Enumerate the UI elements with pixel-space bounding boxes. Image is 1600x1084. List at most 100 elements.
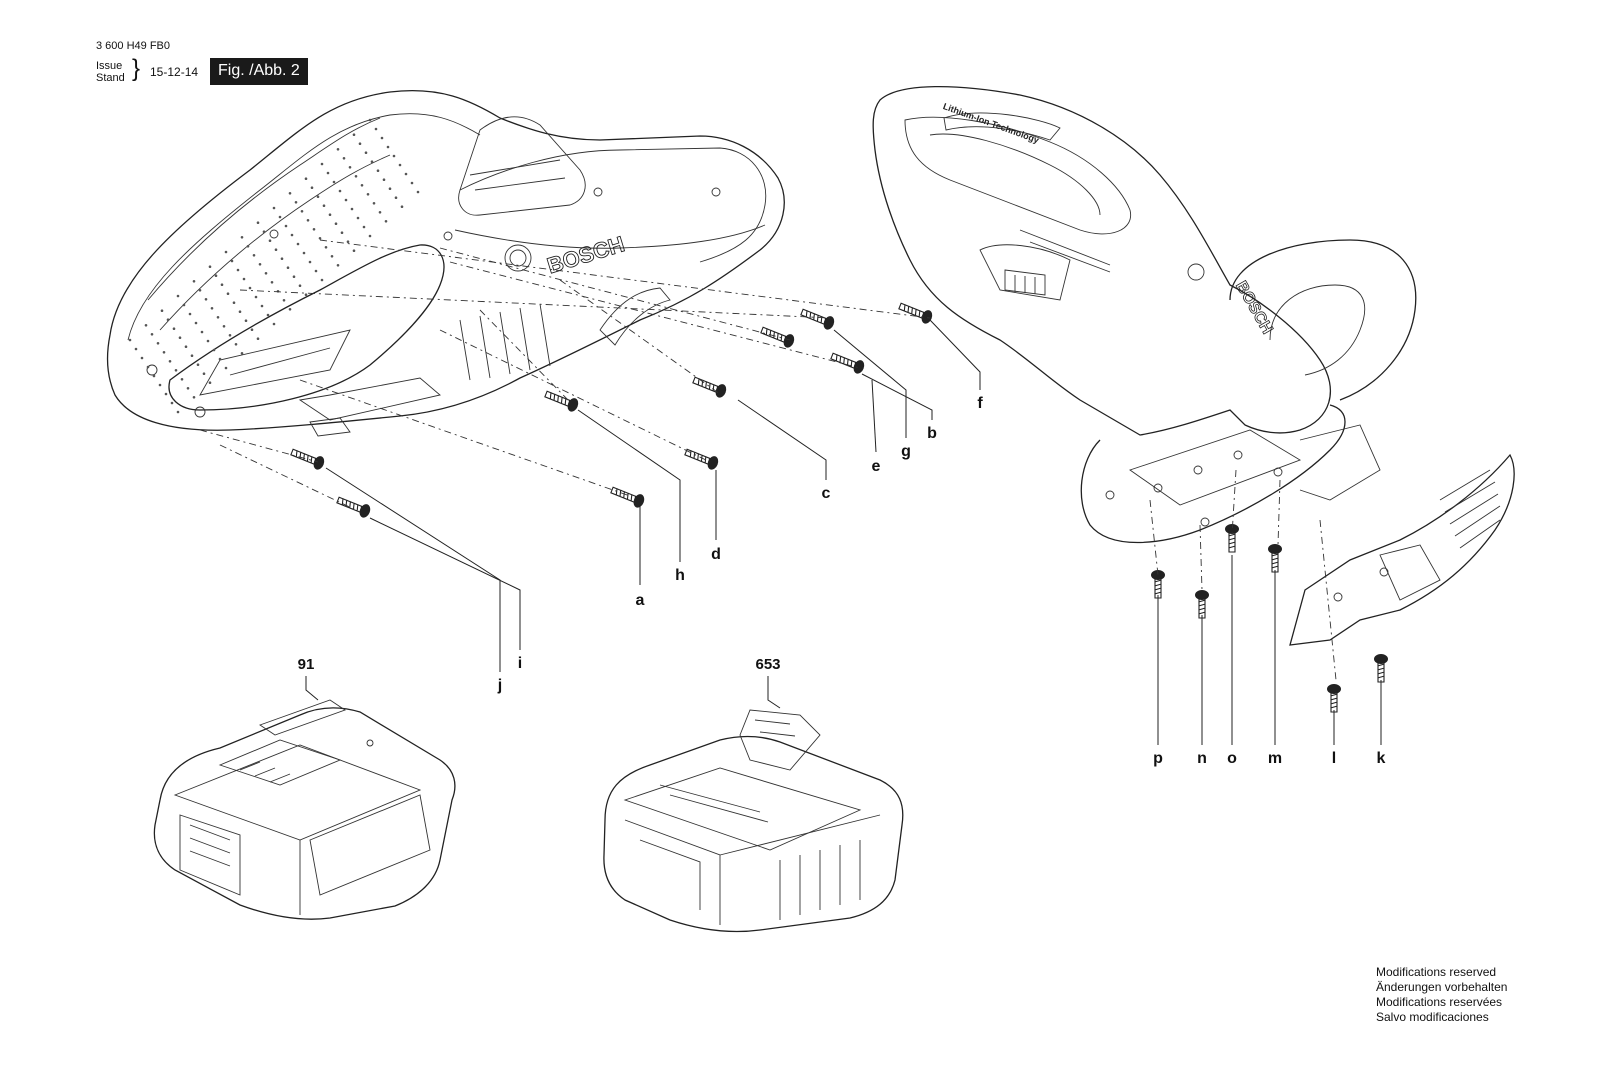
grip-dot [286,266,290,270]
grip-dot [176,294,180,298]
grip-dot [296,242,300,246]
callout-k: k [1376,750,1386,767]
grip-dot [190,354,194,358]
grip-dot [236,268,240,272]
grip-dot [368,118,372,122]
callout-m: m [1267,750,1283,767]
issue-date: 15-12-14 [150,65,199,79]
grip-dot [158,383,162,387]
grip-dot [292,275,296,279]
grip-dot [212,348,216,352]
callout-p: p [1153,750,1163,767]
screw [898,302,933,324]
callout-c: c [821,485,831,502]
callout-g: g [901,443,911,460]
grip-dot [140,356,144,360]
grip-dot [178,336,182,340]
grip-dot [326,171,330,175]
grip-dot [366,193,370,196]
grip-dot [266,313,270,317]
grip-dot [214,274,218,278]
grip-dot [294,201,298,204]
grip-dot [304,293,308,297]
charger [603,709,904,933]
callout-l: l [1331,750,1337,767]
grip-dot [258,263,262,266]
screws-left [290,302,933,518]
grip-dot [346,240,350,243]
grip-dot [264,272,268,275]
callout-o: o [1227,750,1237,767]
housing-left-half [106,89,785,437]
grip-dot [320,278,324,282]
screw [684,448,719,470]
brand-logo: BOSCH [544,231,627,278]
grip-dot [254,295,258,299]
grip-dot [410,181,414,185]
grip-dot [312,228,316,231]
grip-dot [280,257,284,261]
grip-dot [172,327,176,331]
modifications-line-de: Änderungen vorbehalten [1376,980,1508,994]
grip-dot [336,148,340,151]
grip-dot [400,205,404,208]
grip-dot [240,236,244,239]
grip-dot [240,352,244,355]
stand-label: Stand [96,72,125,84]
grip-dot [358,142,362,145]
grip-dot [244,319,248,323]
grip-dot [354,175,358,178]
callout-j: j [497,677,503,694]
grip-dot [188,312,192,316]
grip-dot [314,269,318,273]
grip-dot [352,249,356,252]
grip-dot [378,211,382,214]
grip-dot [208,265,212,269]
grip-dot [368,234,372,238]
grip-dot [322,204,326,207]
grip-dot [370,160,374,163]
grip-dot [206,339,210,343]
grip-dot [340,231,344,234]
part-number-charger: 653 [755,656,781,673]
grip-dot [160,309,164,313]
grip-dot [374,127,378,131]
screws-right [1151,524,1388,713]
grip-dot [306,219,310,222]
grip-dot [394,196,398,199]
grip-dot [300,210,304,213]
grip-dot [168,360,172,363]
grip-dot [198,289,202,292]
grip-dot [324,246,328,249]
grip-dot [204,298,208,301]
callout-i: i [517,655,523,672]
grip-dot [398,163,402,167]
grip-dot [290,233,294,237]
grip-dot [208,381,212,385]
grip-dot [320,162,324,166]
grip-dot [380,136,384,140]
grip-dot [404,172,408,176]
grip-dot [196,363,200,367]
modifications-notice: Modifications reserved Änderungen vorbeh… [1376,965,1507,1025]
grip-dot [328,213,332,216]
grip-dot [334,222,338,225]
screw [336,496,371,518]
grip-dot [210,307,214,310]
grip-dot [174,369,178,372]
grip-dot [332,180,336,184]
grip-dot [268,239,272,242]
figure-label: Fig. /Abb. 2 [210,58,308,85]
grip-dot [156,342,160,345]
grip-dot [388,187,392,190]
grip-dot [270,281,274,284]
grip-dot [278,215,282,219]
brand-logo-right: BOSCH [1232,278,1276,337]
blade-guard [1289,453,1515,646]
grip-dot [252,254,256,257]
grip-dot [220,283,224,287]
callout-b: b [927,425,937,442]
grip-dot [382,178,386,181]
grip-dot [182,303,186,307]
grip-dot [342,157,346,160]
